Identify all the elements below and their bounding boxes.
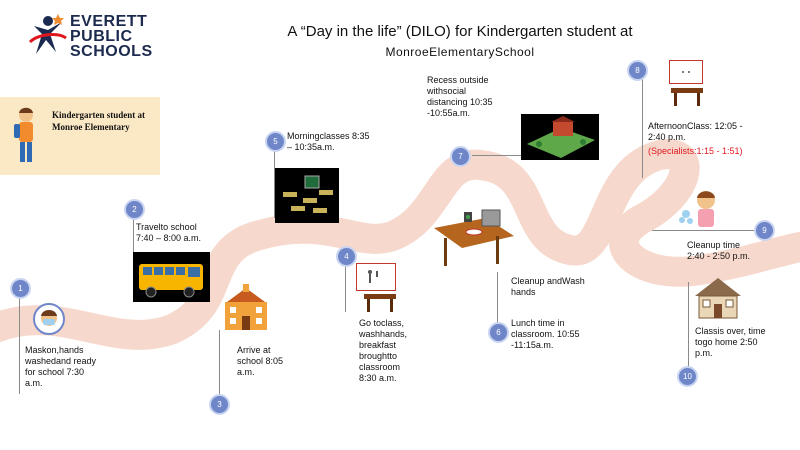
logo-line-1: EVERETT xyxy=(70,13,148,30)
school-building-icon xyxy=(225,284,267,330)
connector-line xyxy=(19,298,20,394)
step-marker-4: 4 xyxy=(336,246,357,267)
step-marker-5: 5 xyxy=(265,131,286,152)
whiteboard-icon xyxy=(669,60,703,84)
step-marker-7: 7 xyxy=(450,146,471,167)
step-marker-10: 10 xyxy=(677,366,698,387)
step-marker-3: 3 xyxy=(209,394,230,415)
school-bus-icon xyxy=(133,252,210,302)
step-marker-2: 2 xyxy=(124,199,145,220)
district-logo: EVERETT PUBLIC SCHOOLS xyxy=(28,12,168,72)
house-icon xyxy=(695,278,741,319)
step-8-specialists: (Specialists:1:15 - 1:51) xyxy=(648,146,743,156)
connector-line xyxy=(642,78,643,178)
step-marker-9: 9 xyxy=(754,220,775,241)
step-marker-1: 1 xyxy=(10,278,31,299)
hand-washing-icon xyxy=(679,191,715,227)
connector-line xyxy=(133,218,134,258)
title-line-1: A “Day in the life” (DILO) for Kindergar… xyxy=(287,23,633,40)
connector-line xyxy=(345,262,346,312)
step-10-text: Classis over, time togo home 2:50 p.m. xyxy=(695,326,766,358)
connector-line xyxy=(472,155,522,156)
student-icon xyxy=(14,107,33,162)
intro-text: Kindergarten student at Monroe Elementar… xyxy=(52,110,145,132)
step-6b-text: Cleanup andWash hands xyxy=(511,276,585,297)
step-8-text: AfternoonClass: 12:05 - 2:40 p.m. xyxy=(648,121,743,142)
step-marker-8: 8 xyxy=(627,60,648,81)
desk-icon xyxy=(364,294,396,312)
intro-box: Kindergarten student at Monroe Elementar… xyxy=(0,97,160,175)
step-2-text: Travelto school 7:40 – 8:00 a.m. xyxy=(136,222,202,243)
connector-line xyxy=(219,330,220,400)
logo-figure-icon xyxy=(28,14,67,54)
logo-line-3: SCHOOLS xyxy=(70,43,153,60)
playground-icon xyxy=(521,114,599,160)
connector-line xyxy=(497,272,498,332)
step-9-text: Cleanup time 2:40 - 2:50 p.m. xyxy=(687,240,751,261)
desk-icon xyxy=(671,88,703,106)
sanitize-sign-icon xyxy=(356,263,396,291)
connector-line xyxy=(652,230,762,231)
connector-line xyxy=(274,148,275,218)
page-title: A “Day in the life” (DILO) for Kindergar… xyxy=(260,22,660,62)
logo-line-2: PUBLIC xyxy=(70,28,133,45)
classroom-icon xyxy=(275,168,339,223)
connector-line xyxy=(688,282,689,374)
step-4-text: Go toclass, washhands, breakfast brought… xyxy=(359,318,408,383)
step-7-text: Recess outside withsocial distancing 10:… xyxy=(427,75,493,118)
step-1-text: Maskon,hands washedand ready for school … xyxy=(25,345,97,388)
step-3-text: Arrive at school 8:05 a.m. xyxy=(237,345,284,377)
title-line-2: MonroeElementarySchool xyxy=(385,45,535,59)
step-marker-6: 6 xyxy=(488,322,509,343)
step-6-text: Lunch time in classroom. 10:55 -11:15a.m… xyxy=(511,318,580,350)
step-5-text: Morningclasses 8:35 – 10:35a.m. xyxy=(287,131,370,152)
masked-child-icon xyxy=(33,303,65,335)
lunch-desk-icon xyxy=(434,209,514,266)
